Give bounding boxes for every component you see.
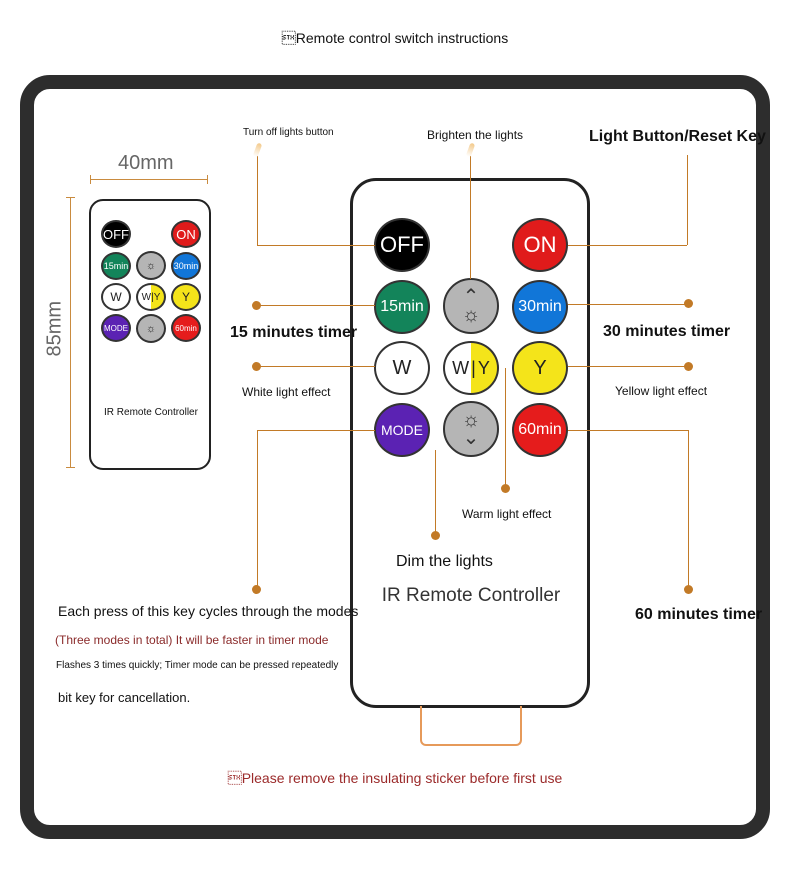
wy-button: W|Y	[443, 341, 499, 395]
leader-dot	[684, 299, 693, 308]
label-mode-line2: (Three modes in total) It will be faster…	[55, 633, 329, 647]
leader-mode-h	[257, 430, 375, 431]
mode-button: MODE	[374, 403, 430, 457]
leader-mode-v	[257, 430, 258, 590]
dim-button: ☼⌄	[443, 401, 499, 457]
remote-name: IR Remote Controller	[381, 585, 561, 606]
leader-dot	[252, 585, 261, 594]
small-on-button: ON	[171, 220, 201, 248]
leader-dot	[252, 301, 261, 310]
small-brighten-icon: ☼	[136, 251, 166, 280]
leader-white	[257, 366, 375, 367]
label-timer60: 60 minutes timer	[635, 606, 763, 623]
label-warm: Warm light effect	[462, 507, 552, 521]
leader-light-button-h	[568, 245, 687, 246]
30min-button: 30min	[512, 280, 568, 334]
label-timer15: 15 minutes timer	[230, 324, 358, 341]
leader-dim	[435, 450, 436, 535]
small-remote-name: IR Remote Controller	[104, 407, 198, 418]
sun-icon: ☼	[461, 304, 481, 326]
leader-dot	[252, 362, 261, 371]
small-y-button: Y	[171, 283, 201, 311]
leader-60min-h	[568, 430, 688, 431]
leader-60min-v	[688, 430, 689, 590]
small-30min-button: 30min	[171, 252, 201, 280]
60min-button: 60min	[512, 403, 568, 457]
width-tick-right	[207, 175, 208, 184]
chevron-down-icon: ⌄	[462, 427, 480, 449]
off-button: OFF	[374, 218, 430, 272]
label-timer30: 30 minutes timer	[603, 323, 731, 340]
height-tick-top	[66, 197, 75, 198]
small-w-button: W	[101, 283, 131, 311]
on-button: ON	[512, 218, 568, 272]
small-off-button: OFF	[101, 220, 131, 248]
small-mode-button: MODE	[101, 314, 131, 342]
leader-brighten	[470, 155, 471, 279]
width-dimension-line	[90, 179, 207, 180]
small-60min-button: 60min	[171, 314, 201, 342]
height-dimension-line	[70, 197, 71, 467]
leader-yellow	[568, 366, 688, 367]
label-mode-line1: Each press of this key cycles through th…	[58, 603, 359, 619]
leader-turn-off	[257, 155, 258, 245]
brighten-button: ⌃☼	[443, 278, 499, 334]
leader-dot	[684, 585, 693, 594]
15min-button: 15min	[374, 280, 430, 334]
leader-dot	[684, 362, 693, 371]
leader-30min	[568, 304, 688, 305]
y-button: Y	[512, 341, 568, 395]
label-yellow: Yellow light effect	[615, 384, 708, 398]
w-button: W	[374, 341, 430, 395]
label-mode-line3: Flashes 3 times quickly; Timer mode can …	[56, 660, 339, 671]
height-tick-bottom	[66, 467, 75, 468]
height-label: 85mm	[43, 300, 66, 357]
small-15min-button: 15min	[101, 252, 131, 280]
leader-dot	[431, 531, 440, 540]
page-title: Remote control switch instructions	[281, 30, 509, 46]
small-wy-button: W|Y	[136, 283, 166, 311]
label-white: White light effect	[242, 385, 331, 399]
leader-warm	[505, 368, 506, 488]
label-brighten: Brighten the lights	[427, 128, 524, 142]
sun-icon: ☼	[461, 409, 481, 431]
label-mode-line4: bit key for cancellation.	[58, 690, 191, 705]
width-label: 40mm	[118, 152, 174, 174]
width-tick-left	[90, 175, 91, 184]
leader-dot	[501, 484, 510, 493]
leader-light-button	[687, 155, 688, 245]
label-turn-off: Turn off lights button	[243, 127, 334, 138]
label-dim: Dim the lights	[396, 553, 493, 570]
leader-15min	[257, 305, 375, 306]
notice-text: Please remove the insulating sticker be…	[227, 770, 563, 786]
label-light-button: Light Button/Reset Key	[589, 128, 766, 145]
leader-turn-off-h	[257, 245, 375, 246]
remote-stand	[420, 706, 522, 746]
chevron-up-icon: ⌃	[462, 286, 480, 308]
small-dim-icon: ☼	[136, 314, 166, 343]
